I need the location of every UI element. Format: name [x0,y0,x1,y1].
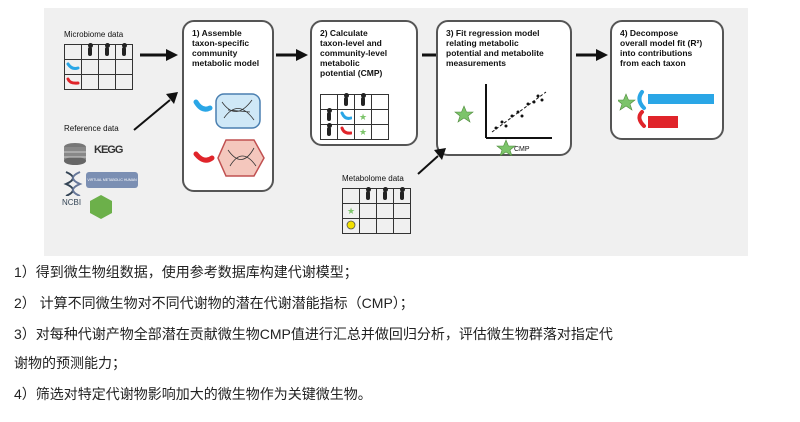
arrow-right-icon [140,49,178,61]
database-icon [64,143,86,165]
step-4-title: 4) Decompose overall model fit (R²) into… [620,28,703,68]
star-icon: ★ [354,109,372,125]
star-icon [496,139,516,156]
sample-icon [399,186,405,200]
step-3-title: 3) Fit regression model relating metabol… [446,28,544,68]
step-2-box: 2) Calculate taxon-level and community-l… [310,20,418,146]
reference-data-label: Reference data [64,124,119,133]
r2-decomposition-bars [618,90,714,128]
step-1-box: 1) Assemble taxon-specific community met… [182,20,274,192]
sample-icon [343,92,349,106]
sample-icon [87,42,93,56]
blue-taxon-icon [637,90,646,110]
note-2: 2） 计算不同微生物对不同代谢物的潜在代谢潜能指标（CMP）； [14,295,414,311]
metabolome-data-table: ★ [342,186,411,234]
dna-helix-icon [63,171,83,196]
microbiome-data-table [64,42,133,90]
vmh-logo: VIRTUAL METABOLIC HUMAN [86,172,138,188]
blue-taxon-bar [648,94,714,104]
blue-taxon-icon [337,109,355,125]
star-icon: ★ [354,124,372,140]
note-4: 4）筛选对特定代谢物影响加大的微生物作为关键微生物。 [14,386,372,402]
sample-icon [360,92,366,106]
blue-taxon-icon [64,59,82,75]
ncbi-logo: NCBI [62,198,82,207]
kegg-logo: KEGG [94,144,123,156]
note-3-continued: 谢物的预测能力； [14,355,126,371]
note-3: 3）对每种代谢产物全部潜在贡献微生物CMP值进行汇总并做回归分析，评估微生物群落… [14,326,613,342]
sample-icon [326,122,332,136]
red-taxon-icon [337,124,355,140]
arrow-right-icon [576,49,608,61]
red-taxon-icon [637,110,646,128]
sample-icon [104,42,110,56]
step-1-title: 1) Assemble taxon-specific community met… [192,28,260,68]
metabolic-model-icon [193,93,265,177]
sample-icon [365,186,371,200]
cmp-axis-label: CMP [514,146,530,153]
star-icon [454,105,474,123]
arrow-diagonal-icon [417,148,446,175]
arrow-diagonal-icon [133,92,178,131]
workflow-figure: Microbiome data Reference data KEGG VIRT… [44,8,748,256]
circle-icon [342,218,360,234]
microbiome-data-label: Microbiome data [64,30,124,39]
step-3-box: 3) Fit regression model relating metabol… [436,20,572,156]
sample-icon [382,186,388,200]
star-icon [618,93,636,111]
red-taxon-icon [64,74,82,90]
step-2-title: 2) Calculate taxon-level and community-l… [320,28,388,78]
note-1: 1）得到微生物组数据，使用参考数据库构建代谢模型； [14,264,358,280]
reference-logos: KEGG VIRTUAL METABOLIC HUMAN NCBI [60,140,140,230]
star-icon: ★ [342,203,360,219]
step-4-box: 4) Decompose overall model fit (R²) into… [610,20,724,140]
sample-icon [326,107,332,121]
metabolome-data-label: Metabolome data [342,174,404,183]
arrow-right-icon [276,49,308,61]
regression-plot [454,84,552,156]
cmp-table: ★ ★ [320,92,389,140]
sample-icon [121,42,127,56]
green-badge-icon [90,195,112,219]
red-taxon-bar [648,116,678,128]
